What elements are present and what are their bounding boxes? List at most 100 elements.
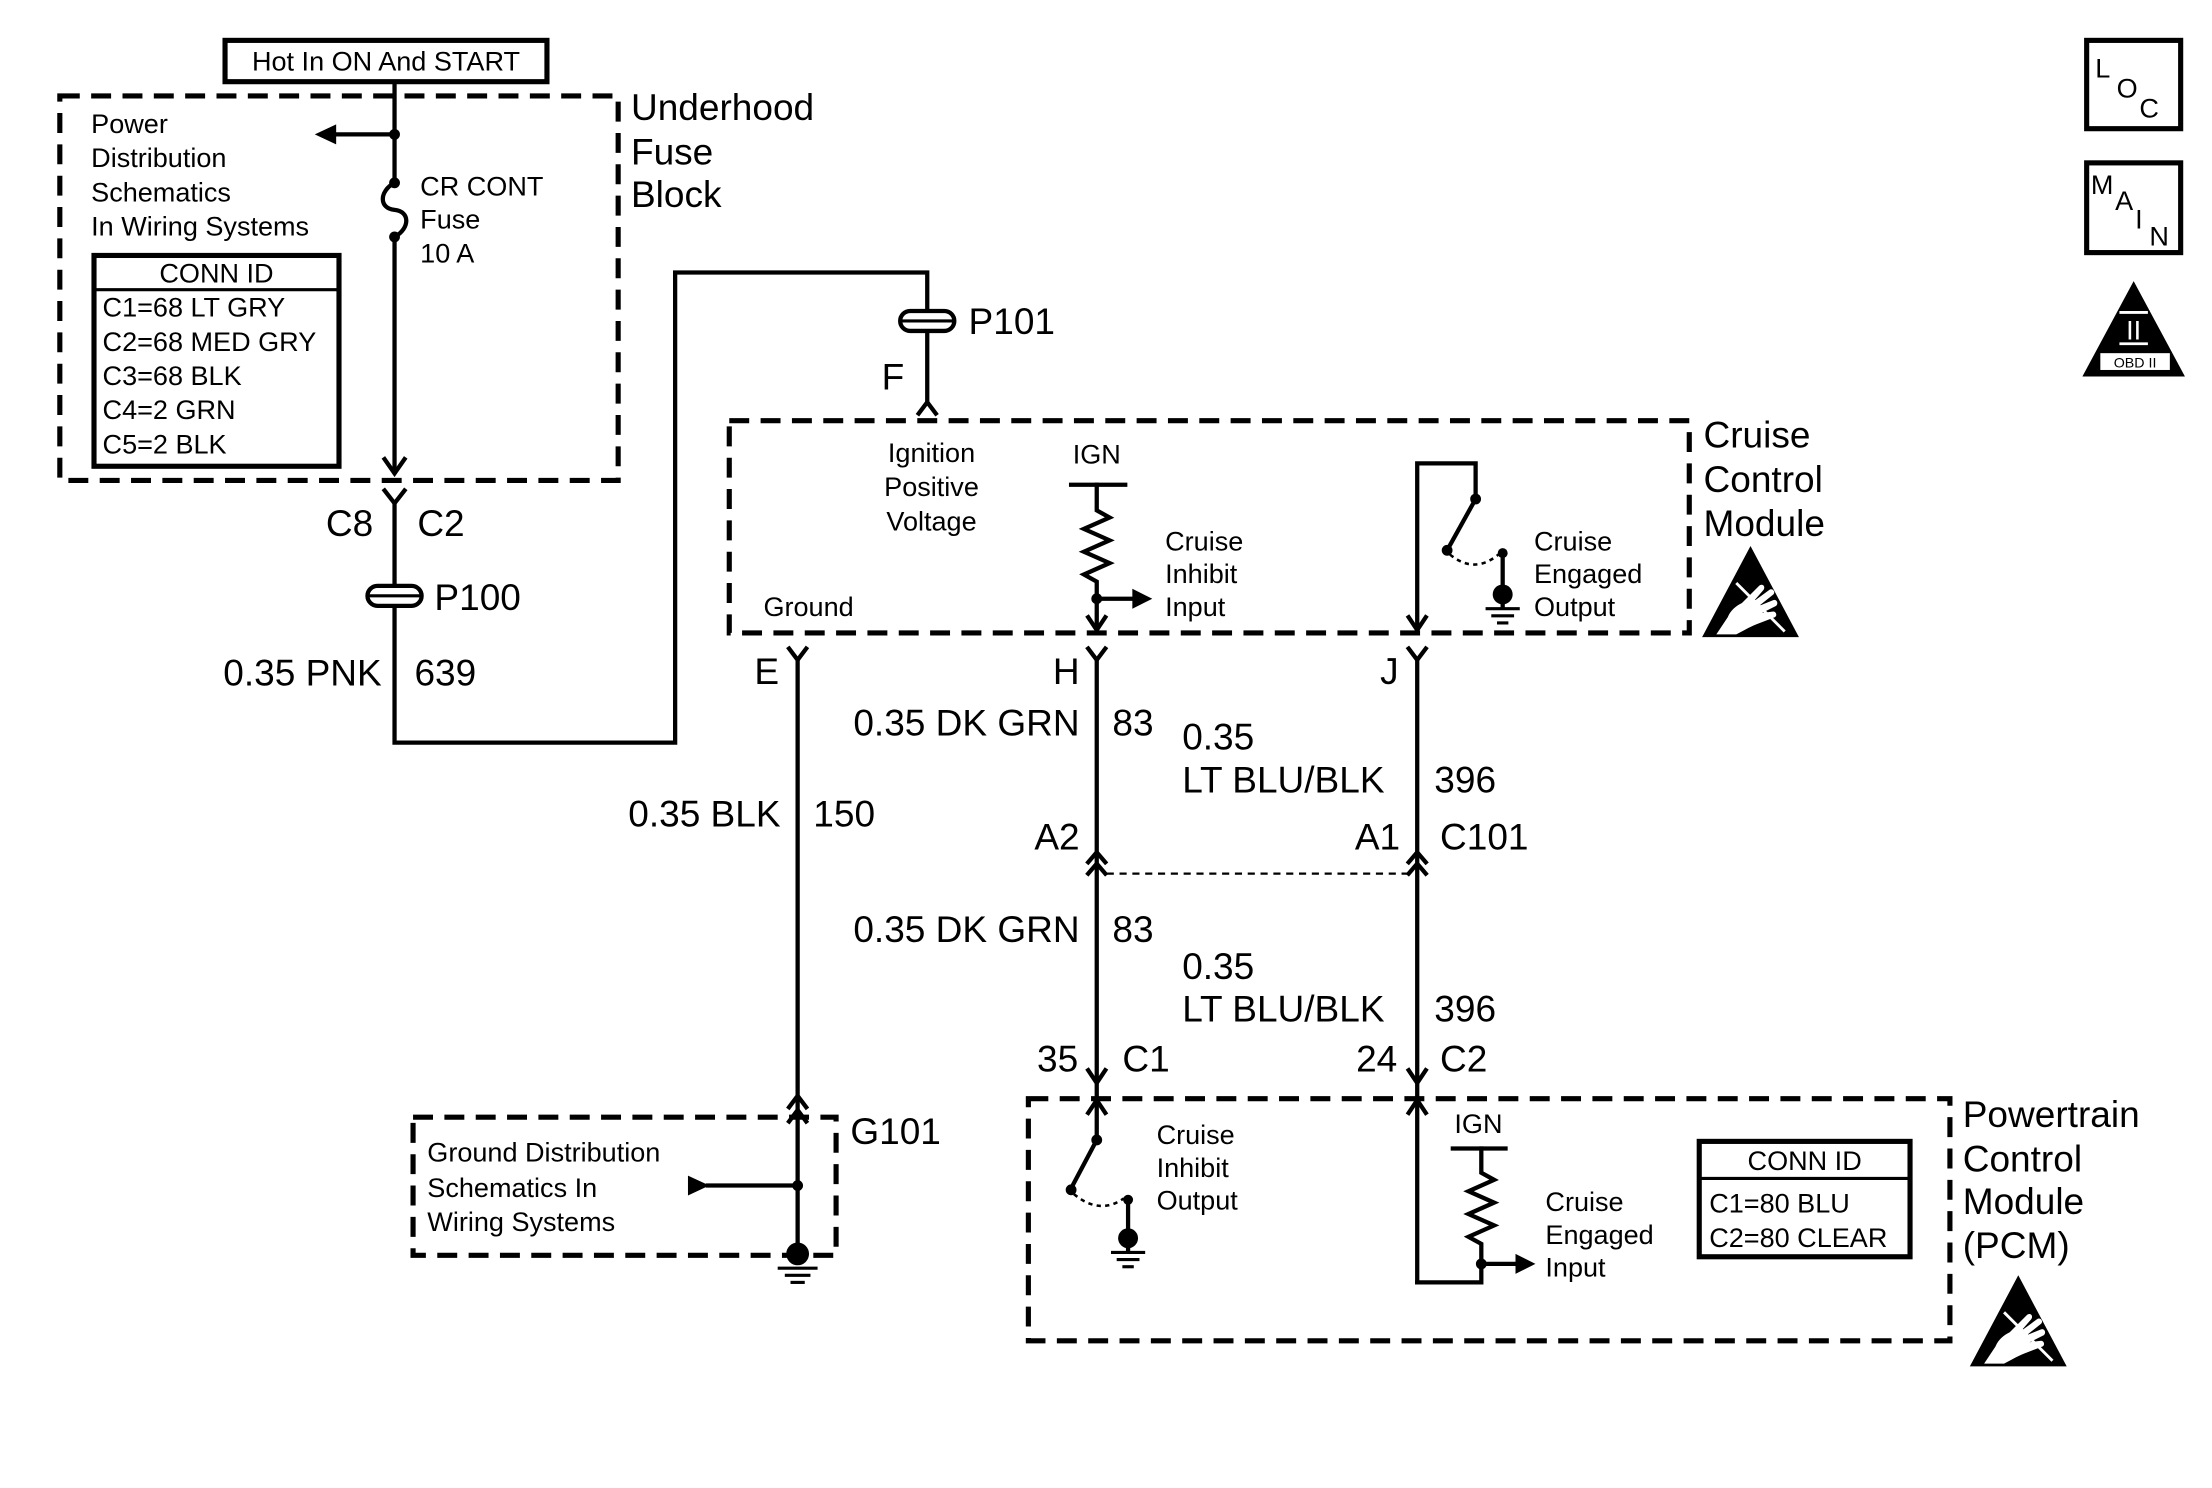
c101-pin-a2-label: A2	[1034, 815, 1079, 857]
pcm-title-line-4: (PCM)	[1963, 1224, 2070, 1266]
pcm-engaged-input-line-3: Input	[1545, 1253, 1606, 1283]
fuse-block-title-line-3: Block	[631, 173, 722, 215]
fuse-output-arrow	[381, 456, 408, 478]
underhood-fuse-block: Underhood Fuse Block Power Distribution …	[57, 79, 814, 484]
pcm-title-line-2: Control	[1963, 1137, 2082, 1179]
wire-396-lower-circuit: 396	[1434, 988, 1496, 1030]
ccm-title-line-2: Control	[1704, 458, 1823, 500]
power-distribution-ref-line-2: Distribution	[91, 143, 226, 173]
pcm-inhibit-output-line-2: Inhibit	[1157, 1153, 1230, 1183]
pcm-conn-id-header: CONN ID	[1748, 1146, 1862, 1176]
pcm-c1-pin-label: 35	[1037, 1038, 1078, 1080]
power-distribution-ref-line-3: Schematics	[91, 177, 231, 207]
ground-icon	[786, 1242, 810, 1266]
connector-c8-label: C8	[326, 502, 373, 544]
location-icon[interactable]: L O C	[2084, 37, 2184, 132]
pcm-inhibit-output-line-1: Cruise	[1157, 1120, 1235, 1150]
fuse-block-conn-id-table: CONN ID C1=68 LT GRY C2=68 MED GRY C3=68…	[91, 252, 342, 469]
pcm-title-line-3: Module	[1963, 1180, 2084, 1222]
ground-icon	[1118, 1228, 1139, 1249]
pcm-pullup-resistor	[1415, 1146, 1500, 1285]
powertrain-control-module: Powertrain Control Module (PCM) Cruise I…	[1025, 1093, 2140, 1367]
ccm-pin-e-label: E	[754, 650, 779, 692]
ign-feed-wire	[392, 270, 930, 745]
ccm-title-line-1: Cruise	[1704, 414, 1811, 456]
ccm-engaged-output-line-2: Engaged	[1534, 559, 1642, 589]
cruise-control-module: Cruise Control Module Ignition Positive …	[726, 414, 1825, 638]
main-icon-letter: M	[2091, 170, 2114, 200]
power-source-label: Hot In ON And START	[252, 46, 520, 76]
c101-pin-a1-symbol	[1405, 848, 1429, 877]
power-distribution-ref-line-1: Power	[91, 109, 168, 139]
conn-id-header: CONN ID	[159, 259, 273, 289]
conn-id-row: C2=68 MED GRY	[103, 327, 317, 357]
obd-ii-badge-label: OBD II	[2114, 355, 2157, 371]
ccm-ign-label: IGN	[1073, 439, 1121, 469]
obd-ii-icon[interactable]: II OBD II	[2082, 281, 2185, 377]
ccm-ignition-label-line-2: Positive	[884, 472, 979, 502]
splice-p101: P101	[898, 300, 1055, 342]
connector-c2-label: C2	[417, 502, 464, 544]
conn-id-row: C4=2 GRN	[103, 395, 236, 425]
fuse-symbol	[380, 179, 409, 240]
esd-slash	[1735, 582, 1786, 633]
ccm-pin-j-arrow	[1405, 614, 1429, 634]
ccm-ignition-label-line-1: Ignition	[888, 438, 975, 468]
right-arrow-icon	[1515, 1253, 1536, 1274]
fuse-block-title-line-1: Underhood	[631, 86, 814, 128]
g101-label: G101	[850, 1110, 941, 1152]
right-arrow-icon	[1132, 588, 1153, 609]
ground-distribution-junction	[792, 1180, 804, 1191]
c101-label: C101	[1440, 815, 1529, 857]
ccm-engaged-output-line-1: Cruise	[1534, 526, 1612, 556]
power-source: Hot In ON And START	[222, 37, 550, 85]
wire-83-upper-circuit: 83	[1112, 701, 1153, 743]
ccm-ground-label: Ground	[763, 592, 853, 622]
ground-distribution-ref-line-1: Ground Distribution	[427, 1137, 660, 1167]
pcm-conn-id-frame	[1696, 1138, 1913, 1260]
ccm-switch-actuation	[1449, 553, 1500, 566]
pcm-conn-id-row: C1=80 BLU	[1709, 1189, 1850, 1219]
wire-396-upper-color: LT BLU/BLK	[1182, 758, 1385, 800]
ccm-inhibit-input-line-3: Input	[1165, 592, 1226, 622]
pcm-ign-label: IGN	[1454, 1109, 1502, 1139]
pcm-conn-id-table: CONN ID C1=80 BLU C2=80 CLEAR	[1696, 1138, 1913, 1260]
location-icon-frame	[2084, 37, 2184, 132]
esd-sensitive-icon	[1702, 546, 1799, 638]
location-icon-letter: O	[2117, 73, 2138, 103]
ccm-engaged-output-line	[1415, 461, 1478, 631]
ccm-pin-h-arrow	[1085, 614, 1109, 634]
obd-ii-badge-box	[2098, 351, 2172, 372]
pcm-conn-id-row: C2=80 CLEAR	[1709, 1223, 1887, 1253]
ccm-inhibit-input-line-1: Cruise	[1165, 526, 1243, 556]
ccm-engaged-output-line-3: Output	[1534, 592, 1616, 622]
wire-396-lower-color: LT BLU/BLK	[1182, 988, 1385, 1030]
fuse-label-line-1: CR CONT	[420, 172, 543, 202]
ground-distribution-ref-line-3: Wiring Systems	[427, 1207, 615, 1237]
ccm-pin-j-label: J	[1380, 650, 1399, 692]
pcm-switch-contact	[1065, 1184, 1077, 1196]
pcm-switch-actuation	[1073, 1193, 1125, 1208]
ccm-outline	[726, 418, 1692, 636]
esd-slash	[2003, 1311, 2054, 1362]
wire-83-upper-gauge-color: 0.35 DK GRN	[853, 701, 1079, 743]
pcm-switch-arm	[1068, 1137, 1100, 1192]
ccm-title-line-3: Module	[1704, 502, 1825, 544]
wire-150-circuit: 150	[813, 793, 875, 835]
wire-639-gauge-color: 0.35 PNK	[223, 652, 382, 694]
main-icon-letter: I	[2135, 204, 2143, 234]
main-icon[interactable]: M A I N	[2084, 160, 2184, 256]
power-distribution-ref-line-4: In Wiring Systems	[91, 212, 309, 242]
conn-id-row: C5=2 BLK	[103, 429, 227, 459]
ground-g101: G101 Ground Distribution Schematics In W…	[410, 1092, 941, 1284]
main-icon-letter: A	[2115, 186, 2133, 216]
wire-150-gauge-color: 0.35 BLK	[628, 793, 781, 835]
wire-396-upper-circuit: 396	[1434, 758, 1496, 800]
esd-sensitive-icon	[1969, 1275, 2067, 1367]
c101-pin-a1-label: A1	[1355, 815, 1400, 857]
conn-id-row: C3=68 BLK	[103, 361, 242, 391]
wire-83-lower-gauge-color: 0.35 DK GRN	[853, 908, 1079, 950]
ccm-ignition-label-line-3: Voltage	[886, 506, 976, 536]
c101-pin-a2-symbol	[1085, 848, 1109, 877]
